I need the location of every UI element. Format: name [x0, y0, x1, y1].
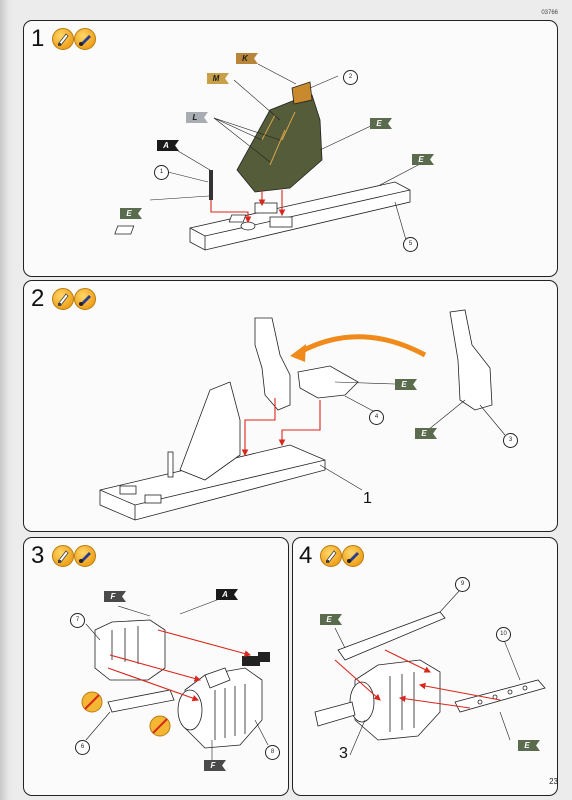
page-number: 23 — [549, 777, 558, 786]
orange-move-arrow — [298, 334, 427, 358]
decal-tag-e: E — [518, 740, 540, 751]
part-callout-10: 10 — [496, 627, 511, 642]
engine-block-part-8 — [177, 667, 263, 749]
paint-icon — [74, 288, 96, 310]
glue-icon — [52, 28, 74, 50]
part-callout-8: 8 — [265, 745, 280, 760]
part-callout-1: 1 — [154, 165, 169, 180]
decal-tag-e: E — [395, 379, 417, 390]
decal-tag-e: E — [120, 208, 142, 219]
decal-tag-k: K — [236, 53, 258, 64]
exhaust-shroud-part-9 — [337, 611, 446, 661]
paint-icon — [74, 28, 96, 50]
decal-tag-l: L — [186, 112, 208, 123]
shaft-part-6 — [107, 689, 175, 713]
decal-tag-e: E — [320, 614, 342, 625]
seat-mount-blocks — [240, 202, 293, 231]
part-callout-7: 7 — [70, 613, 85, 628]
decal-tag-e: E — [370, 118, 392, 129]
step-3-number: 3 — [31, 542, 45, 569]
seat-part-2 — [236, 81, 323, 193]
rear-frame-part-3 — [449, 309, 493, 411]
decal-tag-e: E — [415, 428, 437, 439]
part-callout-9: 9 — [455, 577, 470, 592]
page-binding-edge — [0, 0, 14, 800]
assembled-engine — [314, 659, 441, 741]
glue-icon — [52, 288, 74, 310]
step-1-number: 1 — [31, 25, 45, 52]
subassembly-label-3: 3 — [339, 745, 348, 762]
seat-frame-part — [254, 317, 291, 411]
part-callout-3: 3 — [503, 433, 518, 448]
part-callout-6: 6 — [75, 740, 90, 755]
paint-icon — [74, 545, 96, 567]
no-glue-warning-icon — [81, 691, 171, 737]
part-callout-5: 5 — [403, 237, 418, 252]
step-4-number: 4 — [299, 542, 313, 569]
headrest-part-4 — [297, 365, 359, 399]
engine-half-part-7 — [94, 619, 166, 681]
base-plate-part-5 — [114, 181, 411, 251]
part-callout-4: 4 — [369, 410, 384, 425]
paint-icon — [342, 545, 364, 567]
subassembly-label-1: 1 — [363, 490, 372, 507]
step-2-number: 2 — [31, 285, 45, 312]
decal-tag-e: E — [412, 154, 434, 165]
decal-tag-a: A — [216, 589, 238, 600]
decal-tag-m: M — [207, 73, 229, 84]
exhaust-shroud-part-10 — [454, 679, 546, 713]
glue-icon — [320, 545, 342, 567]
assembled-cockpit — [99, 381, 326, 521]
document-code: 03766 — [541, 10, 558, 16]
part-callout-2: 2 — [343, 70, 358, 85]
decal-tag-f: F — [104, 591, 126, 602]
control-stick-part-1 — [209, 170, 213, 200]
exhaust-stacks — [242, 652, 270, 666]
glue-icon — [52, 545, 74, 567]
decal-tag-f: F — [204, 760, 226, 771]
decal-tag-a: A — [157, 140, 179, 151]
